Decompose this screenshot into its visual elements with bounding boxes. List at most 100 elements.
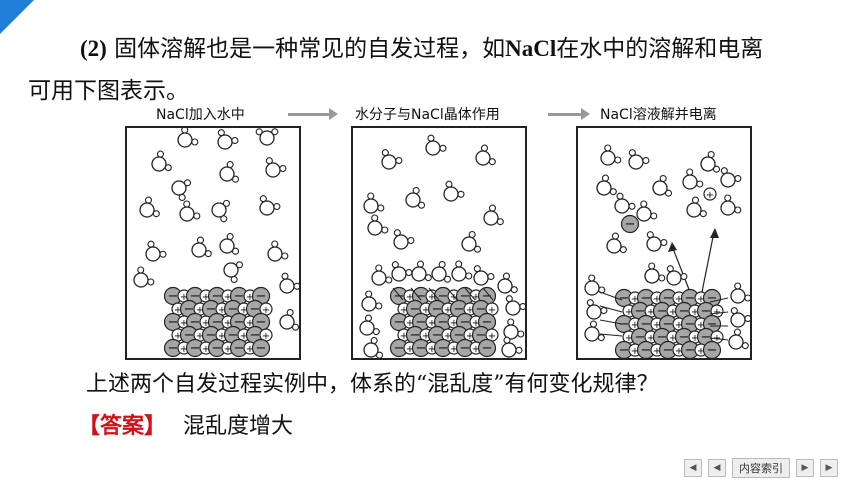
corner-decoration-dark xyxy=(0,0,34,34)
svg-text:−: − xyxy=(394,315,405,330)
svg-text:−: − xyxy=(476,328,487,343)
svg-text:−: − xyxy=(663,317,674,332)
water-molecule xyxy=(259,195,281,216)
water-molecule xyxy=(497,272,518,294)
svg-text:+: + xyxy=(472,344,480,355)
svg-text:+: + xyxy=(625,307,633,318)
svg-text:−: − xyxy=(707,317,718,332)
water-molecule xyxy=(255,128,279,146)
svg-text:−: − xyxy=(460,315,471,330)
svg-text:+: + xyxy=(669,333,677,344)
svg-text:−: − xyxy=(635,330,646,345)
svg-text:+: + xyxy=(218,331,226,342)
last-page-icon[interactable]: ▶ xyxy=(820,459,838,477)
svg-text:−: − xyxy=(212,289,223,304)
svg-text:+: + xyxy=(691,307,699,318)
water-molecule xyxy=(584,274,606,296)
water-molecule xyxy=(720,194,742,216)
svg-text:−: − xyxy=(206,328,217,343)
svg-text:+: + xyxy=(240,331,248,342)
svg-text:−: − xyxy=(685,317,696,332)
water-molecule xyxy=(359,314,380,336)
water-molecule xyxy=(139,196,160,218)
svg-text:−: − xyxy=(394,341,405,356)
water-molecule xyxy=(211,199,231,223)
water-molecule xyxy=(219,232,240,255)
water-molecule xyxy=(411,260,432,282)
svg-text:−: − xyxy=(190,289,201,304)
svg-text:−: − xyxy=(394,289,405,304)
chloride-ion: − xyxy=(163,286,183,306)
svg-text:+: + xyxy=(697,320,705,331)
water-molecule xyxy=(600,144,622,166)
water-molecule xyxy=(473,265,495,286)
svg-text:−: − xyxy=(416,341,427,356)
svg-text:+: + xyxy=(675,294,683,305)
svg-text:−: − xyxy=(707,343,718,358)
content-index-button[interactable]: 内容索引 xyxy=(732,458,790,478)
svg-text:+: + xyxy=(174,305,182,316)
problem-paragraph: (2) 固体溶解也是一种常见的自发过程，如NaCl在水中的溶解和电离 可用下图表… xyxy=(28,36,764,104)
svg-text:−: − xyxy=(256,289,267,304)
chloride-ion: − xyxy=(477,338,497,358)
svg-text:+: + xyxy=(488,331,496,342)
svg-text:−: − xyxy=(685,291,696,306)
svg-text:+: + xyxy=(202,344,210,355)
interaction-line xyxy=(709,297,729,303)
svg-text:−: − xyxy=(438,315,449,330)
water-molecule xyxy=(636,200,658,222)
chloride-ion: − xyxy=(251,338,271,358)
water-molecule xyxy=(425,134,447,156)
svg-text:−: − xyxy=(482,315,493,330)
interaction-line xyxy=(599,319,623,325)
box2-illustration: −+−+−+−+−+−+−+−+−+−+−+−+−+−+−+−+−+−+−+−+… xyxy=(359,134,525,358)
svg-text:+: + xyxy=(246,318,254,329)
water-molecule xyxy=(682,168,704,190)
svg-text:−: − xyxy=(168,289,179,304)
question-text: 上述两个自发过程实例中，体系的“混乱度”有何变化规律？ xyxy=(86,372,659,397)
water-molecule xyxy=(652,174,673,197)
svg-text:−: − xyxy=(228,302,239,317)
svg-text:−: − xyxy=(641,291,652,306)
water-molecule xyxy=(505,295,525,316)
svg-text:−: − xyxy=(432,302,443,317)
svg-text:−: − xyxy=(190,341,201,356)
water-molecule xyxy=(133,266,155,288)
svg-text:−: − xyxy=(184,328,195,343)
svg-text:−: − xyxy=(619,291,630,306)
chloride-ion: − xyxy=(620,214,640,234)
svg-text:+: + xyxy=(224,292,232,303)
water-molecule xyxy=(596,174,617,196)
svg-text:−: − xyxy=(454,302,465,317)
svg-text:+: + xyxy=(406,344,414,355)
water-molecule xyxy=(381,149,403,170)
svg-text:+: + xyxy=(444,305,452,316)
arrow-right-icon xyxy=(548,108,590,120)
svg-text:+: + xyxy=(631,346,639,357)
chloride-ion: − xyxy=(702,340,722,358)
svg-text:−: − xyxy=(212,341,223,356)
water-molecule xyxy=(483,204,504,226)
next-page-icon[interactable]: ▶ xyxy=(796,459,814,477)
first-page-icon[interactable]: ◀ xyxy=(684,459,702,477)
svg-text:+: + xyxy=(246,292,254,303)
interaction-line xyxy=(709,311,729,315)
water-molecule xyxy=(265,157,287,178)
water-molecule xyxy=(151,150,172,172)
svg-text:+: + xyxy=(180,292,188,303)
svg-text:−: − xyxy=(256,341,267,356)
interaction-line xyxy=(599,333,623,337)
paragraph-line2: 可用下图表示。 xyxy=(28,78,189,104)
water-molecule xyxy=(371,264,393,286)
water-molecule xyxy=(584,320,605,342)
svg-text:−: − xyxy=(635,304,646,319)
water-molecule xyxy=(730,282,750,304)
svg-text:+: + xyxy=(174,331,182,342)
svg-text:+: + xyxy=(450,292,458,303)
svg-text:+: + xyxy=(466,331,474,342)
nav-bar: ◀ ◀ 内容索引 ▶ ▶ xyxy=(684,458,838,478)
prev-page-icon[interactable]: ◀ xyxy=(708,459,726,477)
water-molecule xyxy=(219,160,240,183)
svg-text:+: + xyxy=(406,292,414,303)
interaction-line xyxy=(709,337,729,341)
